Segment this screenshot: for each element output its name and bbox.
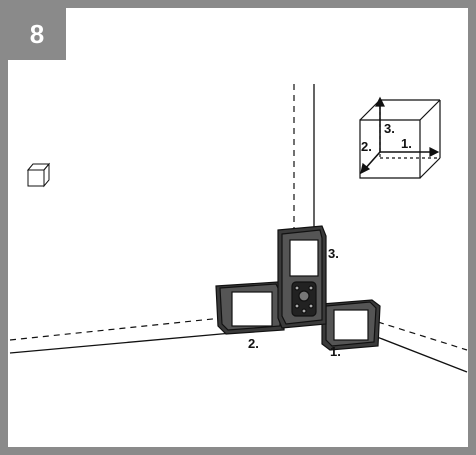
step-number-badge: 8 <box>8 8 66 60</box>
small-cube-icon <box>26 162 51 188</box>
cube-label-depth: 2. <box>361 139 372 154</box>
device-label-top: 3. <box>328 246 339 261</box>
laser-right-dashed <box>377 321 468 351</box>
device-label-left: 2. <box>248 336 259 351</box>
floor-wall-right-line <box>371 334 468 373</box>
laser-device-top <box>277 225 327 329</box>
cube-label-vertical: 3. <box>384 121 395 136</box>
laser-device-right <box>321 299 381 351</box>
laser-device-left <box>215 281 285 335</box>
cube-label-horizontal: 1. <box>401 136 412 151</box>
device-label-right: 1. <box>330 344 341 359</box>
floor-wall-left-line <box>9 332 233 354</box>
laser-left-dashed <box>9 317 223 341</box>
axis-cube-icon <box>359 96 441 179</box>
